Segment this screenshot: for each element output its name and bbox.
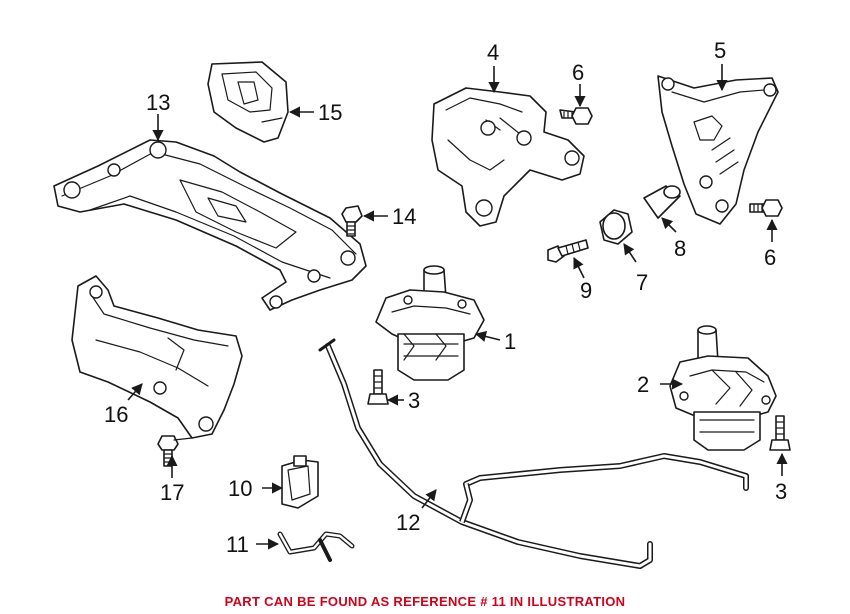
callout-14: 14 [392, 204, 416, 229]
part-14-bolt [341, 205, 363, 237]
leader-16 [127, 383, 143, 401]
leader-8 [661, 217, 677, 233]
callout-3b: 3 [775, 479, 787, 504]
part-6-bolt-upper [559, 107, 593, 125]
leader-9 [573, 256, 585, 279]
part-17-bolt [157, 435, 193, 467]
part-11-hose [277, 531, 355, 562]
part-3-bolt-center [367, 369, 389, 405]
callout-6a: 6 [572, 60, 584, 85]
part-13-crossmember [53, 139, 367, 311]
part-2-engine-mount [669, 325, 777, 451]
part-10-sensor [281, 455, 319, 509]
callout-13: 13 [146, 90, 170, 115]
callout-12: 12 [396, 510, 420, 535]
callout-1: 1 [504, 329, 516, 354]
part-6-bolt-lower [749, 199, 783, 217]
leader-7 [623, 243, 637, 263]
part-16-bracket [71, 275, 243, 439]
part-9-bolt [547, 239, 589, 263]
part-5-bracket [657, 75, 779, 225]
part-15-mount-pad [207, 61, 289, 143]
leader-1 [474, 331, 501, 342]
part-4-engine-bracket [431, 87, 585, 227]
callout-3a: 3 [408, 388, 420, 413]
callout-9: 9 [580, 278, 592, 303]
callout-2: 2 [637, 372, 649, 397]
callout-8: 8 [674, 236, 686, 261]
callout-7: 7 [636, 270, 648, 295]
part-8-bushing [643, 185, 681, 219]
callout-4: 4 [487, 40, 499, 65]
part-3-bolt-right [769, 415, 791, 451]
callout-17: 17 [160, 480, 184, 505]
leader-12 [421, 489, 437, 509]
callout-10: 10 [228, 476, 252, 501]
part-1-engine-mount [375, 265, 485, 381]
part-7-rubber-bushing [599, 209, 633, 245]
callout-5: 5 [714, 38, 726, 63]
reference-note: PART CAN BE FOUND AS REFERENCE # 11 IN I… [224, 594, 626, 609]
callout-6b: 6 [764, 245, 776, 270]
part-12-vacuum-line [318, 338, 749, 569]
callout-11: 11 [226, 532, 249, 557]
callout-15: 15 [318, 100, 342, 125]
callout-16: 16 [104, 402, 128, 427]
